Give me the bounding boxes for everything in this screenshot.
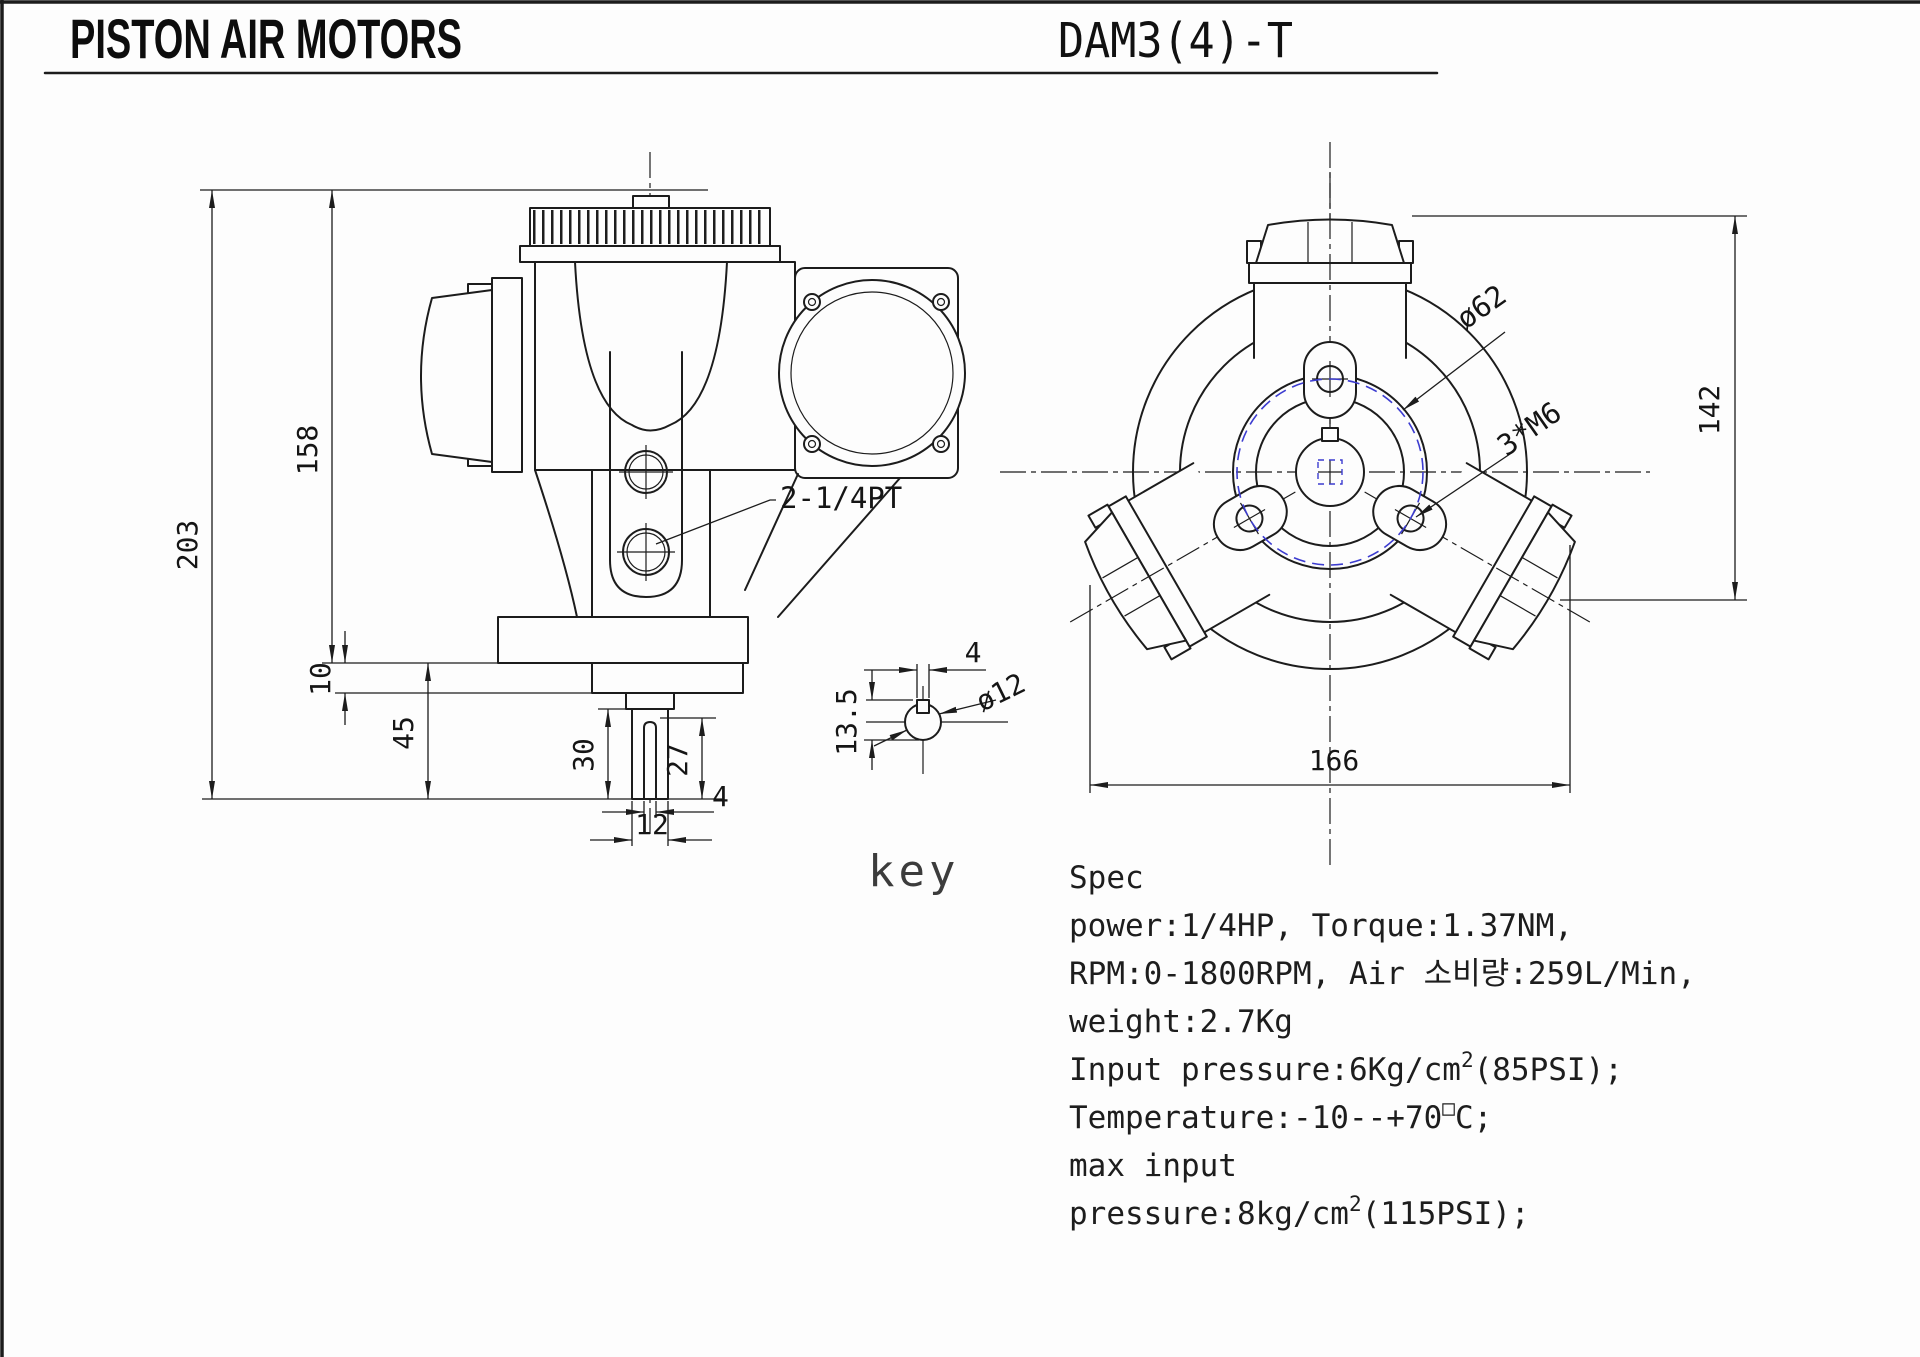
bore-keyway-notch (1322, 428, 1338, 441)
dim-label-158: 158 (291, 425, 324, 476)
dim-label-keyway-4: 4 (712, 780, 729, 813)
air-port-lower (617, 523, 675, 581)
spec-rpm-air: RPM:0-1800RPM, Air 소비량:259L/Min, (1069, 956, 1696, 992)
cylinder-head-circle (779, 280, 965, 466)
output-shaft (632, 709, 668, 799)
callout-bolt-circle-dia: ø62 (1450, 278, 1512, 336)
key-detail-dimensions: 4 13.5 ø12 (830, 636, 1031, 770)
spec-input-pressure: Input pressure:6Kg/cm2(85PSI); (1069, 1048, 1623, 1088)
spec-temperature-text: Temperature:-10--+70 (1069, 1100, 1442, 1136)
spec-max-input: max input (1069, 1148, 1237, 1184)
spec-max-pressure: pressure:8kg/cm2(115PSI); (1069, 1192, 1530, 1232)
key-detail-caption: key (868, 846, 959, 897)
key-slot (917, 700, 929, 713)
spec-temperature-degree: □ (1442, 1096, 1455, 1120)
dim-label-13-5: 13.5 (830, 688, 863, 755)
spec-block: Spec power:1/4HP, Torque:1.37NM, RPM:0-1… (1069, 860, 1696, 1232)
dim-label-166: 166 (1309, 744, 1360, 777)
side-view: 203 158 10 45 30 27 4 12 2-1/4PT (171, 152, 965, 846)
dim-label-key-4: 4 (965, 636, 982, 669)
side-view-body (421, 196, 965, 799)
shaft-keyway (644, 722, 656, 799)
spec-weight: weight:2.7Kg (1069, 1004, 1293, 1040)
callout-tap-holes: 3*M6 (1491, 395, 1568, 463)
port-thread-label: 2-1/4PT (780, 481, 902, 515)
dim-label-30: 30 (567, 738, 600, 772)
spec-power-torque: power:1/4HP, Torque:1.37NM, (1069, 908, 1573, 944)
front-view: ø62 3*M6 142 166 (0, 0, 1747, 868)
model-number: DAM3(4)-T (1058, 13, 1293, 69)
air-port-upper (619, 445, 673, 499)
dim-label-203: 203 (171, 520, 204, 571)
dim-label-27: 27 (661, 743, 694, 777)
dim-label-10: 10 (304, 662, 337, 696)
spec-input-pressure-text: Input pressure:6Kg/cm (1069, 1052, 1461, 1088)
plate-screws (804, 294, 949, 452)
dim-label-dia-12: ø12 (971, 666, 1031, 718)
cylinder-lower-left (1027, 419, 1338, 695)
spec-input-pressure-sup: 2 (1461, 1048, 1474, 1072)
title-block: PISTON AIR MOTORS DAM3(4)-T (45, 7, 1437, 73)
spec-max-pressure-text: pressure:8kg/cm (1069, 1196, 1349, 1232)
dim-label-142: 142 (1693, 385, 1726, 436)
dim-label-12: 12 (635, 808, 669, 841)
bolt-circle-construction (1237, 379, 1423, 565)
spec-max-pressure-unit: (115PSI); (1362, 1196, 1530, 1232)
side-view-dimensions: 203 158 10 45 30 27 4 12 2-1/4PT (171, 190, 902, 846)
center-key-construction (1318, 460, 1342, 484)
page-title: PISTON AIR MOTORS (70, 7, 462, 70)
spec-max-pressure-sup: 2 (1349, 1192, 1362, 1216)
spec-input-pressure-unit: (85PSI); (1474, 1052, 1623, 1088)
front-view-dimensions: 142 166 (1090, 216, 1747, 793)
dim-label-45: 45 (387, 716, 420, 750)
spec-temperature-unit: C; (1455, 1100, 1492, 1136)
key-detail: 4 13.5 ø12 key (830, 636, 1031, 897)
spec-title: Spec (1069, 860, 1144, 896)
spec-temperature: Temperature:-10--+70□C; (1069, 1096, 1492, 1136)
